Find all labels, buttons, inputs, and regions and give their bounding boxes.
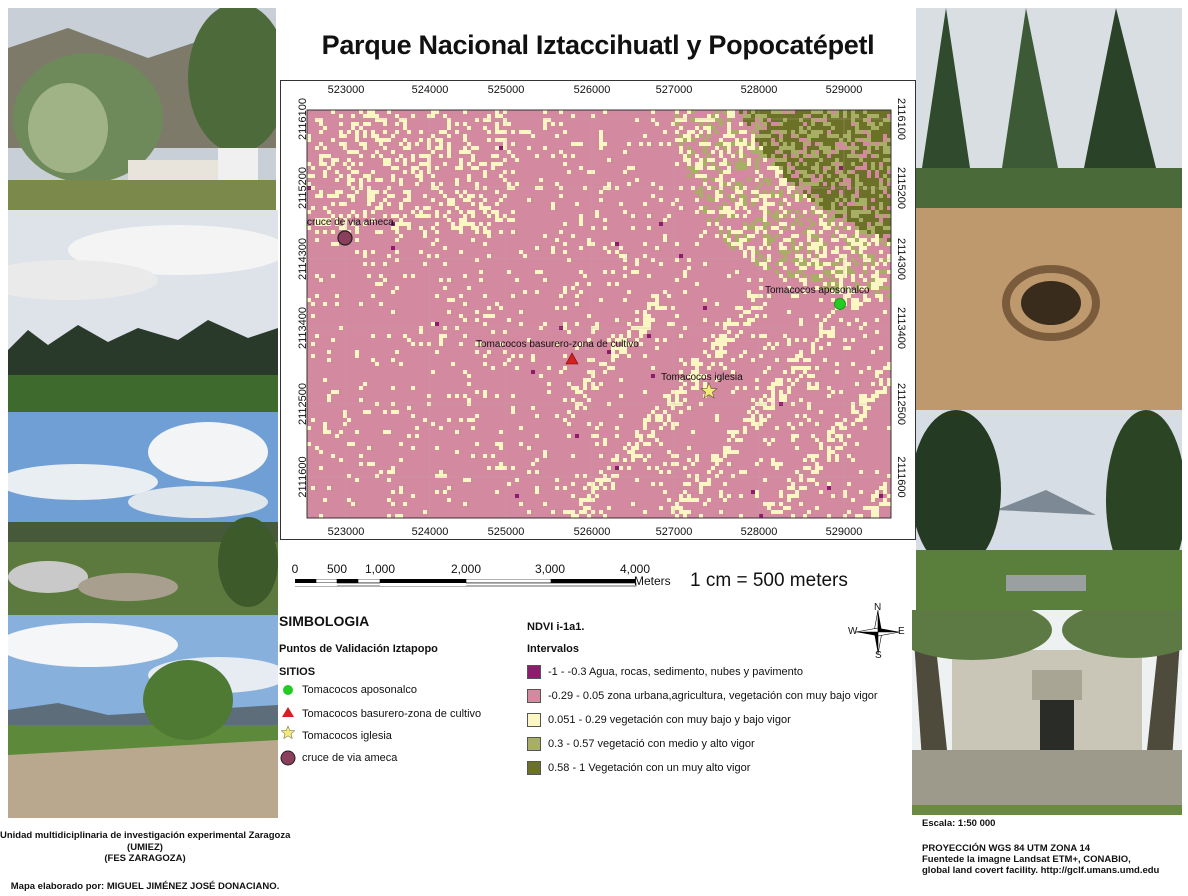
ndvi-swatch-2 bbox=[527, 713, 541, 727]
ndvi-label-1: -0.29 - 0.05 zona urbana,agricultura, ve… bbox=[548, 690, 878, 702]
y-tick-right-2112500: 2112500 bbox=[895, 382, 907, 425]
ndvi-swatch-4 bbox=[527, 761, 541, 775]
x-tick-top-524000: 524000 bbox=[411, 84, 449, 96]
map-title: Parque Nacional Iztaccihuatl y Popocatép… bbox=[321, 30, 875, 60]
north-arrow-icon bbox=[855, 609, 901, 655]
legend-green-dot-icon bbox=[283, 685, 293, 695]
east-label: E bbox=[898, 626, 905, 637]
scale-label-2000: 2,000 bbox=[450, 562, 482, 576]
ndvi-label-2: 0.051 - 0.29 vegetación con muy bajo y b… bbox=[548, 714, 791, 726]
ndvi-swatch-1 bbox=[527, 689, 541, 703]
legend-circle-icon bbox=[280, 750, 296, 766]
legend-site-label-1: Tomacocos basurero-zona de cultivo bbox=[302, 708, 482, 720]
site-label-tomacocos-basurero: Tomacocos basurero-zona de cultivo bbox=[476, 339, 639, 350]
ndvi-label-4: 0.58 - 1 Vegetación con un muy alto vigo… bbox=[548, 762, 751, 774]
y-tick-left-2113400: 2113400 bbox=[297, 307, 309, 350]
photo-trees-house bbox=[8, 8, 276, 210]
credits-author: Mapa elaborado por: MIGUEL JIMÉNEZ JOSÉ … bbox=[10, 881, 280, 892]
credits-source-1: Fuentede la imagne Landsat ETM+, CONABIO… bbox=[922, 854, 1131, 865]
photo-park-path bbox=[916, 410, 1182, 610]
y-tick-left-2112500: 2112500 bbox=[297, 383, 309, 426]
legend-subtitle: Puntos de Validación Iztapopo bbox=[279, 643, 438, 655]
y-tick-left-2111600: 2111600 bbox=[297, 456, 309, 498]
scale-label-4000: 4,000 bbox=[619, 562, 651, 576]
marker-tomacocos-aposonalco[interactable] bbox=[834, 298, 846, 310]
x-tick-bottom-528000: 528000 bbox=[740, 526, 778, 538]
x-tick-bottom-529000: 529000 bbox=[825, 526, 863, 538]
x-tick-bottom-526000: 526000 bbox=[573, 526, 611, 538]
ndvi-label-3: 0.3 - 0.57 vegetació con medio y alto vi… bbox=[548, 738, 755, 750]
y-tick-right-2115200: 2115200 bbox=[895, 166, 907, 209]
site-label-tomacocos-iglesia: Tomacocos iglesia bbox=[661, 372, 743, 383]
credits-projection: PROYECCIÓN WGS 84 UTM ZONA 14 bbox=[922, 843, 1091, 854]
x-tick-top-525000: 525000 bbox=[487, 84, 525, 96]
west-label: W bbox=[848, 626, 858, 637]
x-tick-top-526000: 526000 bbox=[573, 84, 611, 96]
y-tick-right-2113400: 2113400 bbox=[895, 306, 907, 349]
x-tick-top-523000: 523000 bbox=[327, 84, 365, 96]
x-tick-top-527000: 527000 bbox=[655, 84, 693, 96]
x-tick-top-529000: 529000 bbox=[825, 84, 863, 96]
site-label-cruce-de-via-ameca: cruce de via ameca bbox=[307, 217, 394, 228]
photo-old-church bbox=[912, 610, 1182, 815]
legend-site-label-0: Tomacocos aposonalco bbox=[302, 684, 417, 696]
scale-label-3000: 3,000 bbox=[534, 562, 566, 576]
y-tick-left-2114300: 2114300 bbox=[297, 238, 309, 281]
credits-institution: Unidad multidiciplinaria de investigació… bbox=[0, 830, 291, 841]
photo-shrub-dirt bbox=[8, 615, 278, 818]
y-tick-right-2116100: 2116100 bbox=[895, 97, 907, 140]
legend-site-symbols bbox=[280, 685, 296, 766]
ndvi-title: NDVI i-1a1. bbox=[527, 621, 585, 633]
legend-site-label-3: cruce de via ameca bbox=[302, 752, 398, 764]
x-tick-top-528000: 528000 bbox=[740, 84, 778, 96]
scale-bar: 0 500 1,000 2,000 3,000 4,000 Meters bbox=[285, 562, 695, 602]
marker-tomacocos-iglesia[interactable] bbox=[700, 382, 718, 399]
credits-fes: (FES ZARAGOZA) bbox=[104, 853, 186, 864]
photo-field-horizon bbox=[8, 210, 278, 412]
y-tick-right-2114300: 2114300 bbox=[895, 237, 907, 280]
north-label: N bbox=[874, 602, 882, 613]
marker-cruce-de-via-ameca[interactable] bbox=[337, 230, 353, 246]
legend-triangle-icon bbox=[282, 707, 294, 717]
x-tick-bottom-525000: 525000 bbox=[487, 526, 525, 538]
x-tick-bottom-527000: 527000 bbox=[655, 526, 693, 538]
site-label-tomacocos-aposonalco: Tomacocos aposonalco bbox=[765, 285, 870, 296]
ndvi-subtitle: Intervalos bbox=[527, 643, 579, 655]
legend-group: SITIOS bbox=[279, 666, 316, 678]
y-tick-right-2111600: 2111600 bbox=[895, 456, 907, 498]
photo-garbage-field bbox=[8, 412, 278, 615]
scale-label-500: 500 bbox=[326, 562, 348, 576]
ndvi-raster[interactable] bbox=[281, 81, 917, 541]
photo-pine-needles-hole bbox=[916, 208, 1182, 410]
marker-tomacocos-basurero[interactable] bbox=[565, 352, 579, 365]
y-tick-left-2116100: 2116100 bbox=[297, 98, 309, 141]
scale-label-0: 0 bbox=[291, 562, 299, 576]
scale-label-1000: 1,000 bbox=[364, 562, 396, 576]
ndvi-label-0: -1 - -0.3 Agua, rocas, sedimento, nubes … bbox=[548, 666, 803, 678]
scale-unit: Meters bbox=[634, 574, 671, 588]
ndvi-swatch-3 bbox=[527, 737, 541, 751]
legend-site-label-2: Tomacocos iglesia bbox=[302, 730, 392, 742]
credits-umiez: (UMIEZ) bbox=[127, 842, 163, 853]
legend-star-icon bbox=[280, 725, 296, 740]
map-frame[interactable]: 523000 524000 525000 526000 527000 52800… bbox=[280, 80, 916, 540]
x-tick-bottom-524000: 524000 bbox=[411, 526, 449, 538]
credits-source-2: global land covert facility. http://gclf… bbox=[922, 865, 1160, 876]
scale-ratio-text: 1 cm = 500 meters bbox=[690, 570, 848, 591]
credits-scale: Escala: 1:50 000 bbox=[922, 818, 996, 829]
y-tick-left-2115200: 2115200 bbox=[297, 167, 309, 210]
legend-heading: SIMBOLOGIA bbox=[279, 613, 370, 629]
photo-pine-forest bbox=[916, 8, 1182, 208]
scale-bar-graphic bbox=[295, 579, 637, 587]
ndvi-swatch-0 bbox=[527, 665, 541, 679]
x-tick-bottom-523000: 523000 bbox=[327, 526, 365, 538]
south-label: S bbox=[875, 650, 882, 661]
